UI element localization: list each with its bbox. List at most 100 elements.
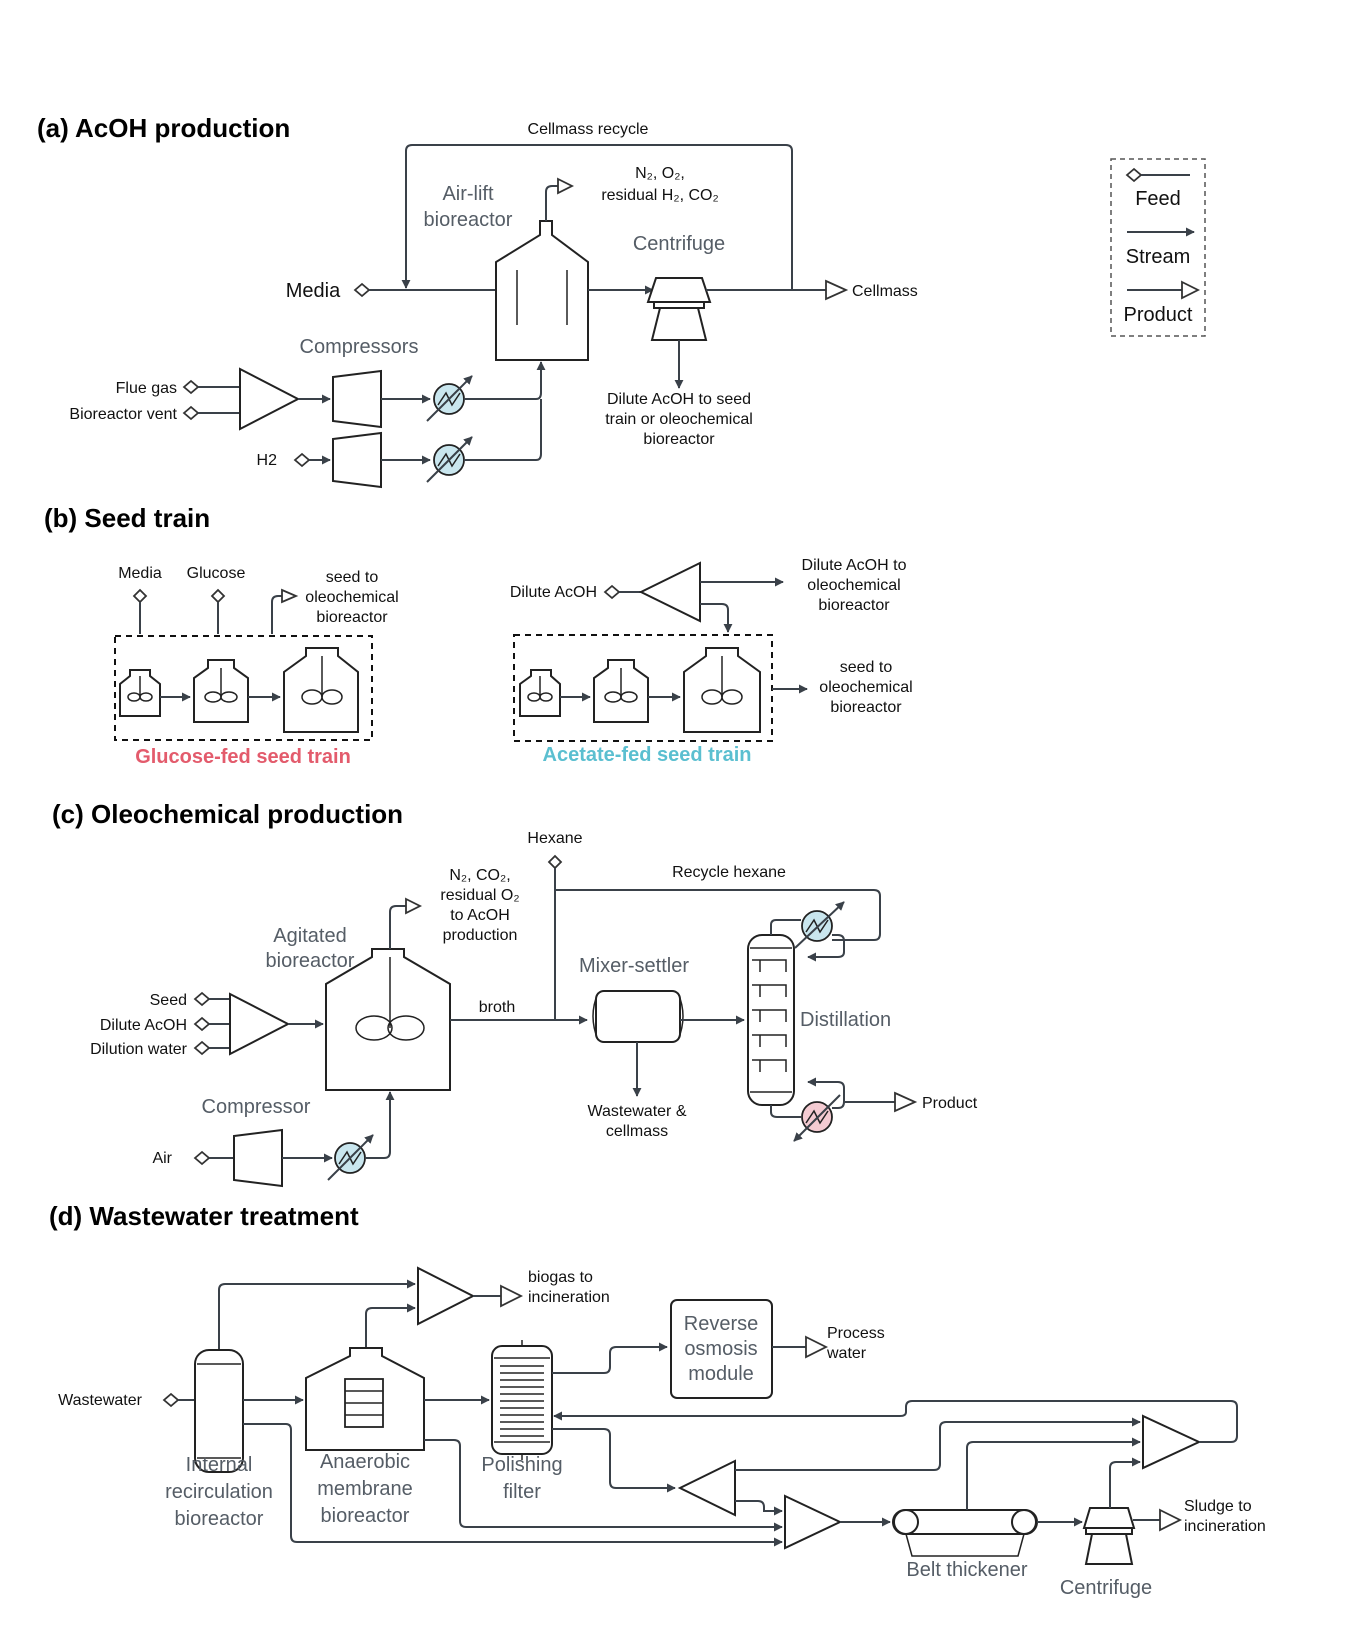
c-offgas-line1: N₂, CO₂,	[449, 867, 510, 884]
ro-line1: Reverse	[684, 1313, 758, 1335]
anmbr-line1: Anaerobic	[320, 1451, 410, 1473]
flue-gas-label: Flue gas	[116, 380, 177, 397]
b-glucose-label: Glucose	[187, 565, 246, 582]
centrifuge-a-bottom	[650, 307, 708, 341]
agitated-label-line1: Agitated	[273, 925, 346, 947]
cellmass-product-triangle-icon	[825, 279, 849, 301]
a-dilute-out-line2: train or oleochemical	[605, 411, 753, 428]
gas-to-airlift-stream	[464, 361, 546, 400]
glucose-seed-train-label: Glucose-fed seed train	[135, 746, 351, 768]
a-dilute-out-line3: bioreactor	[643, 431, 715, 448]
irb-line2: recirculation	[165, 1481, 273, 1503]
centrifuge-d-bottom	[1084, 1533, 1134, 1565]
section-a-heading: (a) AcOH production	[37, 113, 290, 143]
section-a-acoh-production: Cellmass recycle Media Air-lift bioreact…	[69, 121, 918, 489]
sludge-mixer-triangle	[784, 1494, 843, 1550]
h2-label: H2	[257, 452, 278, 469]
anmbr-line3: bioreactor	[321, 1505, 410, 1527]
cellmass-label: Cellmass	[852, 283, 918, 300]
c-dilute-acoh-feed-diamond-icon	[193, 1016, 211, 1032]
b-seed-ace-line3: bioreactor	[830, 699, 902, 716]
section-c-oleochemical-production: Hexane Recycle hexane Agitated bioreacto…	[90, 830, 978, 1188]
b-glucose-feed-diamond-icon	[210, 588, 226, 604]
air-label: Air	[152, 1150, 172, 1167]
section-c-heading: (c) Oleochemical production	[52, 799, 403, 829]
reverse-osmosis-module	[670, 1299, 773, 1399]
compressors-label: Compressors	[300, 336, 419, 358]
process-water-product-triangle-icon	[805, 1335, 829, 1359]
h2-to-airlift-stream	[464, 399, 542, 461]
dilution-water-label: Dilution water	[90, 1041, 188, 1058]
b-dilute-out-line3: bioreactor	[818, 597, 890, 614]
c-compressor-label: Compressor	[202, 1096, 311, 1118]
mixer-settler-vessel	[595, 990, 681, 1043]
b-media-feed-diamond-icon	[132, 588, 148, 604]
b-dilute-acoh-feed-diamond-icon	[603, 584, 621, 600]
seed-feed-diamond-icon	[193, 991, 211, 1007]
mixer-c-triangle	[229, 992, 291, 1056]
hexane-feed-diamond-icon	[547, 854, 563, 870]
sludge-line1: Sludge to	[1184, 1498, 1252, 1515]
c-product-label: Product	[922, 1095, 978, 1112]
centrifuge-d-top	[1082, 1507, 1136, 1529]
acetate-seed-train-label: Acetate-fed seed train	[543, 744, 752, 766]
b-seed-ace-line2: oleochemical	[819, 679, 912, 696]
hexane-label: Hexane	[527, 830, 582, 847]
bioreactor-vent-label: Bioreactor vent	[69, 406, 177, 423]
c-offgas-product-triangle-icon	[405, 897, 423, 915]
airlift-bioreactor-vessel	[495, 220, 589, 361]
b-media-label: Media	[118, 565, 162, 582]
b-dilute-out-line1: Dilute AcOH to	[802, 557, 907, 574]
cellmass-recycle-stream	[401, 144, 793, 290]
centrifuge-a-label: Centrifuge	[633, 233, 725, 255]
h2-feed-diamond-icon	[293, 452, 311, 468]
dilution-water-feed-diamond-icon	[193, 1040, 211, 1056]
irb-line1: Internal	[186, 1454, 253, 1476]
polishing-line1: Polishing	[481, 1454, 562, 1476]
belt-thickener-label: Belt thickener	[906, 1559, 1028, 1581]
legend-box	[1110, 158, 1206, 337]
centrifuge-a-top	[646, 277, 712, 303]
process-water-line1: Process	[827, 1325, 885, 1342]
compressor-a2	[332, 431, 382, 489]
mixer-settler-label: Mixer-settler	[579, 955, 689, 977]
b-seed-glc-product-triangle-icon	[281, 588, 299, 604]
a-offgas-line1: N₂, O₂,	[635, 165, 685, 182]
agitated-label-line2: bioreactor	[266, 950, 355, 972]
airlift-label-line1: Air-lift	[442, 183, 494, 205]
legend: Feed Stream Product	[1110, 158, 1206, 337]
ro-line3: module	[688, 1363, 754, 1385]
airlift-label-line2: bioreactor	[424, 209, 513, 231]
splitter-b-triangle	[638, 561, 701, 623]
offgas-product-triangle-icon	[557, 177, 575, 195]
c-dilute-acoh-label: Dilute AcOH	[100, 1017, 187, 1034]
b-dilute-acoh-label: Dilute AcOH	[510, 584, 597, 601]
c-wastewater-line2: cellmass	[606, 1123, 668, 1140]
sludge-line2: incineration	[1184, 1518, 1266, 1535]
section-d-wastewater-treatment: biogas to incineration Wastewater Intern…	[58, 1266, 1266, 1599]
legend-feed-label: Feed	[1135, 188, 1181, 210]
section-b-seed-train: Media Glucose seed to oleochemical biore…	[114, 557, 913, 768]
compressor-a1	[332, 369, 382, 429]
a-offgas-line2: residual H₂, CO₂	[601, 187, 718, 204]
seed-label: Seed	[150, 992, 187, 1009]
internal-recirculation-bioreactor	[194, 1349, 244, 1473]
airlift-offgas-stream	[545, 185, 558, 221]
sludge-product-triangle-icon	[1159, 1508, 1183, 1532]
mixer-a-triangle	[239, 367, 301, 431]
b-seed-ace-line1: seed to	[840, 659, 893, 676]
c-offgas-line2: residual O₂	[440, 887, 519, 904]
d-wastewater-feed-diamond-icon	[162, 1392, 180, 1408]
media-feed-diamond-icon	[353, 282, 371, 298]
flue-gas-feed-diamond-icon	[182, 379, 200, 395]
product-triangle-icon	[1181, 280, 1201, 300]
section-d-heading: (d) Wastewater treatment	[49, 1201, 359, 1231]
process-water-line2: water	[826, 1345, 867, 1362]
legend-product-label: Product	[1124, 304, 1193, 326]
b-seed-glc-line1: seed to	[326, 569, 379, 586]
recycle-to-polishing-stream	[553, 1400, 1238, 1443]
feed-diamond-icon	[1125, 167, 1143, 183]
b-dilute-out-line2: oleochemical	[807, 577, 900, 594]
glc-seed-vessel-3	[283, 647, 359, 733]
